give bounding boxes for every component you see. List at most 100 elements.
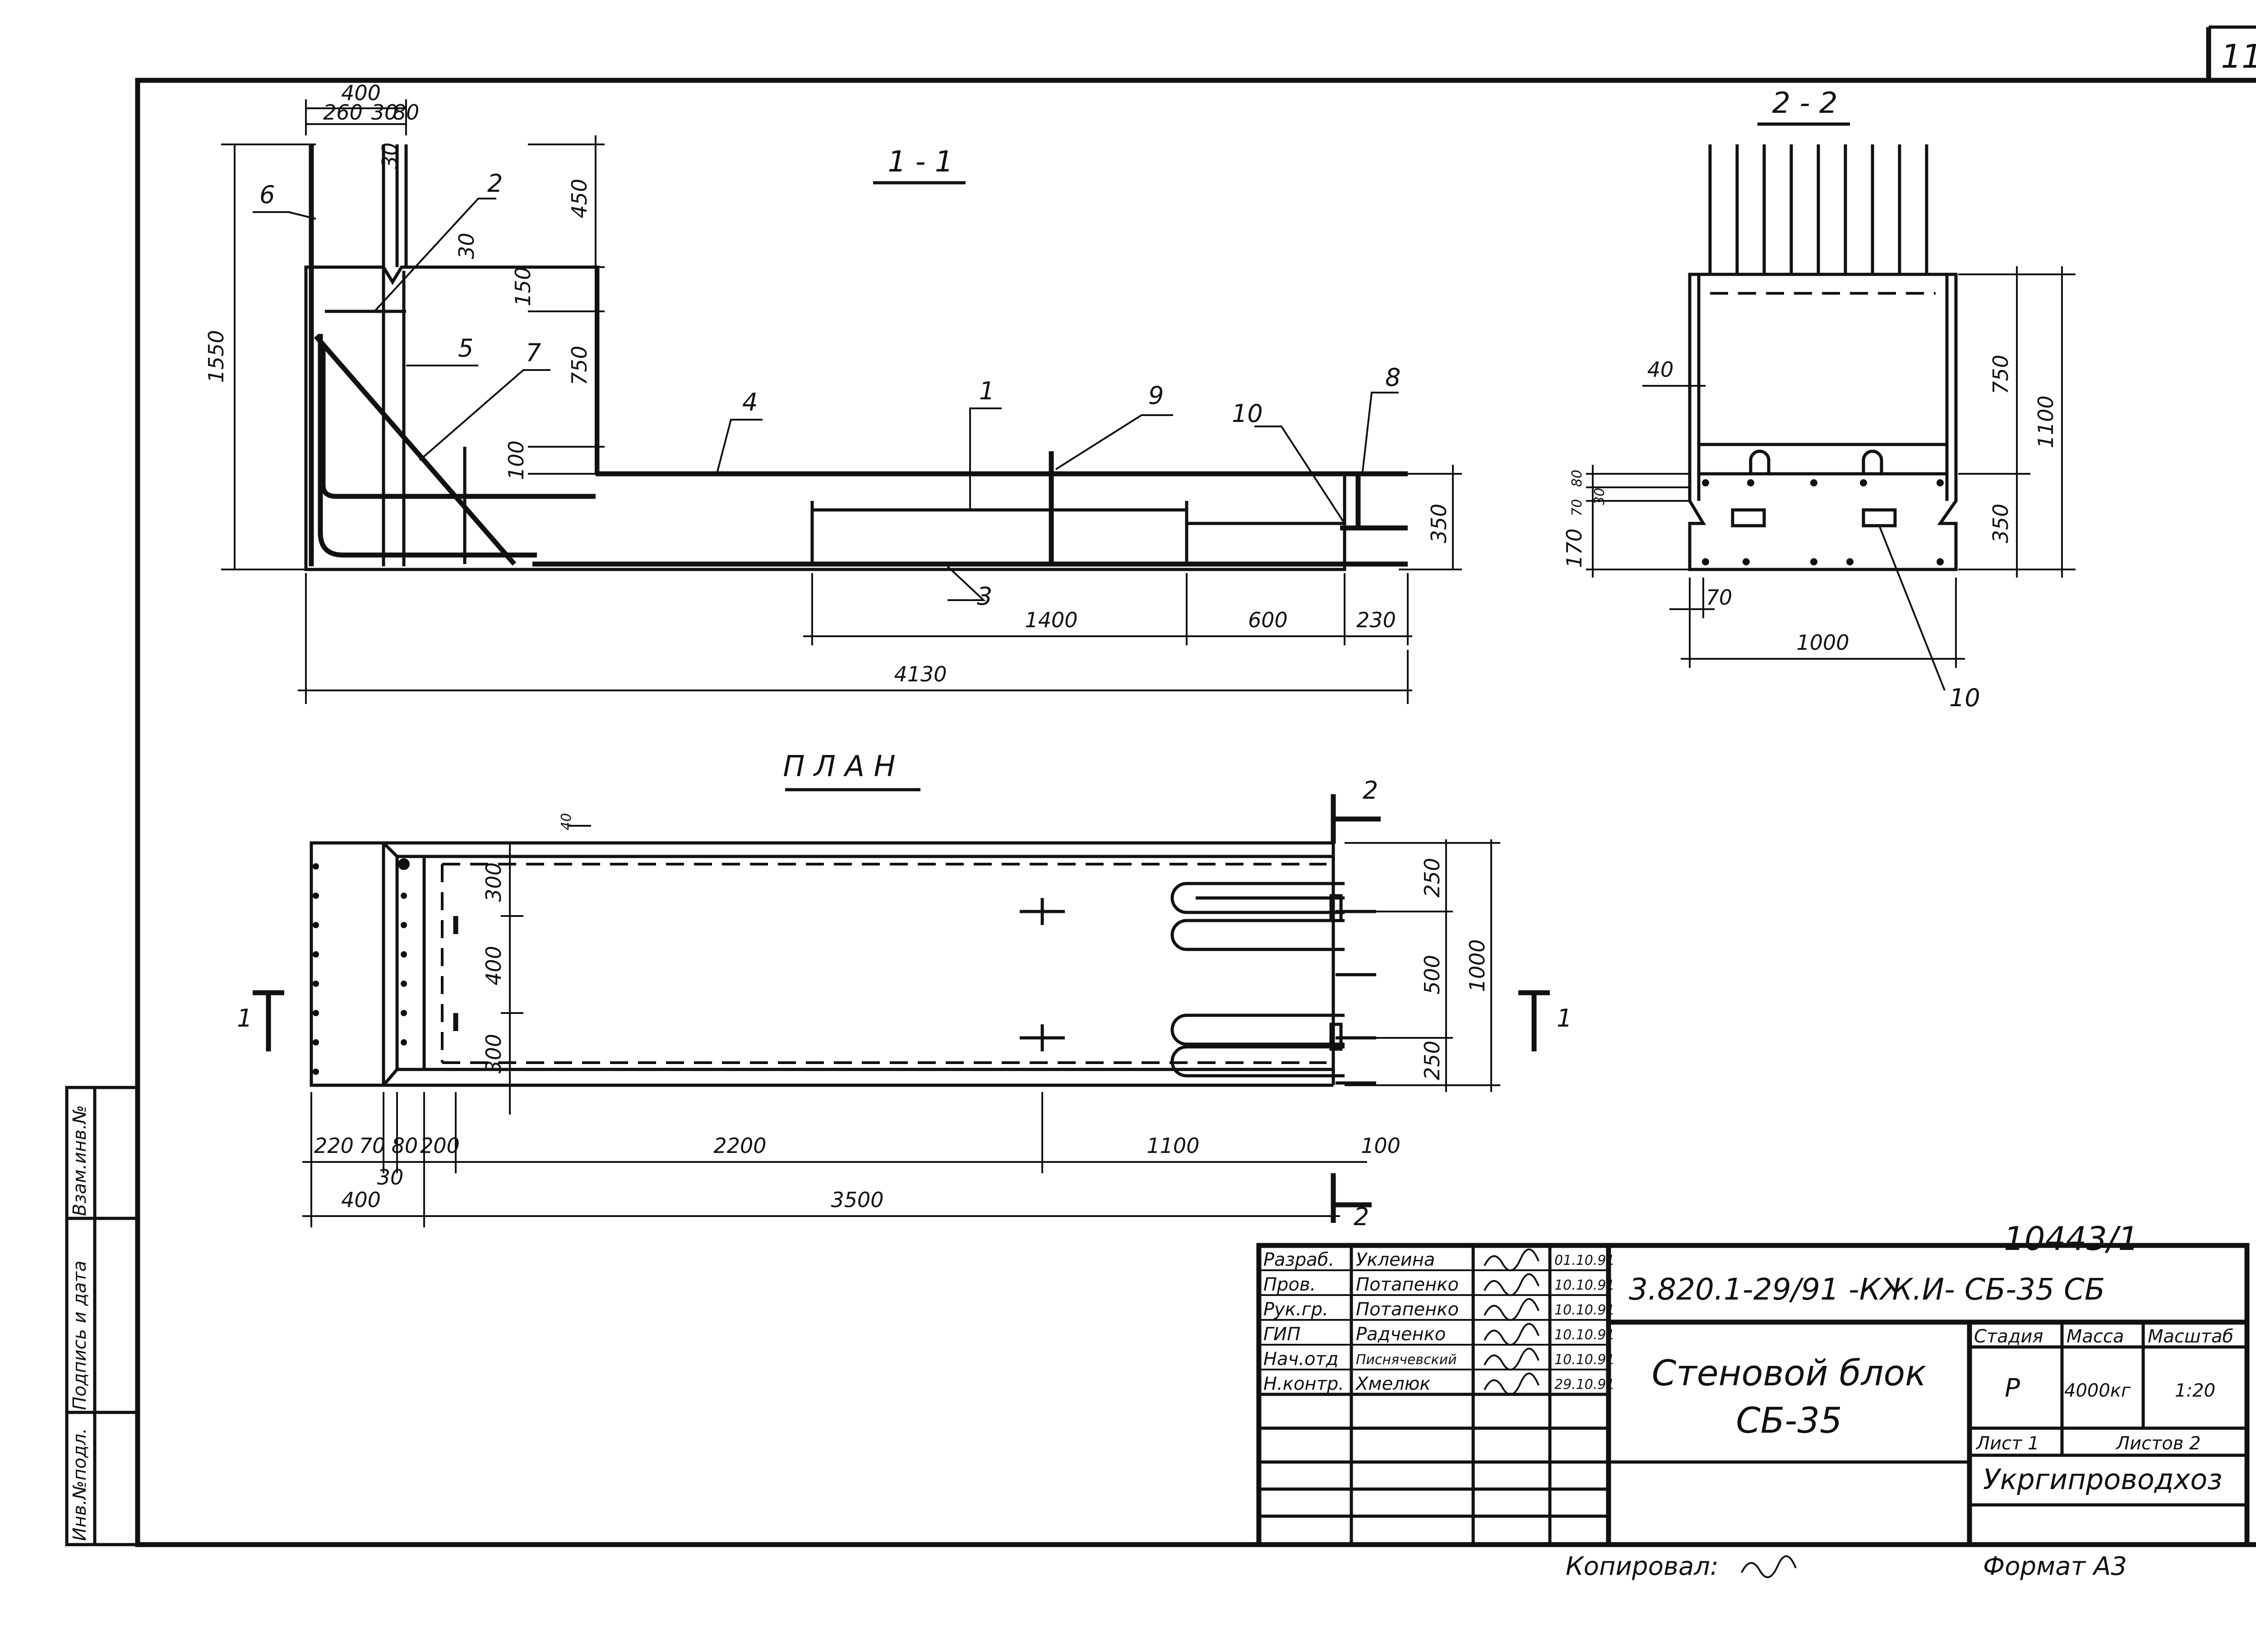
tb-doc-code: 3.820.1-29/91 -КЖ.И- СБ-35 СБ xyxy=(1629,1272,2105,1307)
strip-replace-label: Взам.инв.№ xyxy=(69,1105,90,1216)
plan-mark-1-left: 1 xyxy=(237,1004,252,1032)
s22-dim-350: 350 xyxy=(1988,504,2013,543)
plan-dim-1100: 1100 xyxy=(1146,1134,1199,1158)
tb-date-2: 10.10.91 xyxy=(1554,1302,1615,1318)
tb-name-3: Радченко xyxy=(1356,1324,1446,1345)
callout-8: 8 xyxy=(1385,363,1401,392)
dim-100: 100 xyxy=(504,440,528,480)
tb-sheet: Лист 1 xyxy=(1975,1433,2039,1454)
s22-dim-70b: 70 xyxy=(1706,585,1733,610)
tb-name-line2: СБ-35 xyxy=(1736,1401,1842,1441)
plan-dim-3500: 3500 xyxy=(831,1188,883,1212)
plan-dim-100: 100 xyxy=(1361,1134,1401,1158)
tb-org: Укргипроводхоз xyxy=(1983,1463,2222,1496)
plan-dim-70: 70 xyxy=(359,1134,386,1158)
plan-dim-30: 30 xyxy=(377,1165,404,1189)
s22-dim-1100: 1100 xyxy=(2034,395,2058,448)
plan-dim-250a: 250 xyxy=(1420,858,1444,898)
s22-dim-70: 70 xyxy=(1569,499,1585,516)
strip-inv-label: Инв.№подл. xyxy=(69,1428,90,1541)
section-2-2-title: 2 - 2 xyxy=(1772,87,1837,120)
dim-350: 350 xyxy=(1427,504,1451,543)
sheet-frame: 11 xyxy=(135,25,2256,1547)
tb-mass-label: Масса xyxy=(2066,1326,2124,1347)
dim-30a: 30 xyxy=(371,100,398,125)
dim-450: 450 xyxy=(567,179,592,218)
rebar-dots xyxy=(1702,479,1944,565)
tb-scale: 1:20 xyxy=(2175,1380,2215,1401)
tb-sheets: Листов 2 xyxy=(2115,1433,2201,1454)
tb-date-4: 10.10.91 xyxy=(1554,1352,1615,1368)
tb-date-0: 01.10.91 xyxy=(1554,1253,1615,1268)
s22-dim-40: 40 xyxy=(1647,357,1674,382)
plan-dim-1000: 1000 xyxy=(1465,939,1489,992)
plan-dim-400: 400 xyxy=(481,946,506,986)
callout-5: 5 xyxy=(458,334,473,362)
tb-role-0: Разраб. xyxy=(1263,1249,1334,1270)
callout-3: 3 xyxy=(977,582,992,611)
dim-1550: 1550 xyxy=(204,330,228,383)
callout-6: 6 xyxy=(259,180,275,209)
s22-dim-30: 30 xyxy=(1592,488,1608,505)
tb-role-1: Пров. xyxy=(1263,1274,1316,1295)
s22-callout-10: 10 xyxy=(1949,684,1980,712)
tb-date-1: 10.10.91 xyxy=(1554,1277,1615,1293)
tb-copied: Копировал: xyxy=(1566,1552,1719,1581)
dim-4130: 4130 xyxy=(894,662,947,686)
section-1-1-title: 1 - 1 xyxy=(888,145,953,179)
signatures xyxy=(1484,1248,1539,1396)
tb-role-3: ГИП xyxy=(1263,1324,1300,1345)
tb-role-4: Нач.отд xyxy=(1263,1349,1338,1370)
plan-dim-220: 220 xyxy=(314,1134,354,1158)
title-block: Разраб. Уклеина 01.10.91 Пров. Потапенко… xyxy=(1256,1243,2250,1581)
tb-name-line1: Стеновой блок xyxy=(1652,1353,1927,1394)
tb-date-3: 10.10.91 xyxy=(1554,1327,1615,1343)
strip-sign-label: Подпись и дата xyxy=(69,1261,90,1410)
dim-260: 260 xyxy=(323,100,363,125)
plan-title: П Л А Н xyxy=(783,750,895,783)
s22-dim-80: 80 xyxy=(1569,470,1585,487)
dim-600: 600 xyxy=(1248,608,1288,632)
plan-mark-2-bottom: 2 xyxy=(1354,1203,1369,1231)
stamp-number: 10443/1 xyxy=(2004,1220,2139,1258)
callout-2: 2 xyxy=(487,169,503,198)
tb-stage: Р xyxy=(2005,1374,2020,1403)
tb-name-4: Писнячевский xyxy=(1356,1352,1457,1368)
tb-format: Формат А3 xyxy=(1983,1552,2127,1581)
s22-dim-170: 170 xyxy=(1562,528,1586,568)
stamp: 10443/1 xyxy=(2004,1220,2139,1258)
dim-1400: 1400 xyxy=(1025,608,1077,632)
section-2-2: 2 - 2 xyxy=(1562,87,2076,712)
callout-10: 10 xyxy=(1232,399,1263,428)
tb-role-5: Н.контр. xyxy=(1263,1374,1344,1394)
tb-name-0: Уклеина xyxy=(1356,1249,1435,1270)
callout-7: 7 xyxy=(526,338,541,367)
plan-dim-300a: 300 xyxy=(481,862,506,902)
dim-150: 150 xyxy=(511,267,535,306)
tb-name-2: Потапенко xyxy=(1356,1299,1459,1320)
plan-dots xyxy=(313,863,407,1075)
plan-dim-2200: 2200 xyxy=(713,1134,766,1158)
section-1-1: 1 - 1 xyxy=(204,81,1462,704)
plan-mark-2-top: 2 xyxy=(1363,776,1378,805)
sheet-number: 11 xyxy=(2221,37,2256,75)
tb-name-5: Хмелюк xyxy=(1355,1374,1431,1394)
dim-30b: 30 xyxy=(378,143,402,169)
plan-dim-40: 40 xyxy=(559,813,574,830)
callout-1: 1 xyxy=(979,377,994,405)
plan-dim-200: 200 xyxy=(420,1134,460,1158)
dim-750: 750 xyxy=(567,346,592,385)
tb-date-5: 29.10.91 xyxy=(1554,1377,1615,1393)
dim-80: 80 xyxy=(393,100,420,125)
s22-dim-750: 750 xyxy=(1988,355,2013,394)
tb-name-1: Потапенко xyxy=(1356,1274,1459,1295)
dim-400: 400 xyxy=(341,81,381,105)
plan-dim-400-bottom: 400 xyxy=(341,1188,381,1212)
tb-scale-label: Масштаб xyxy=(2148,1326,2233,1347)
plan-dim-500: 500 xyxy=(1420,955,1444,995)
callout-4: 4 xyxy=(742,388,758,416)
plan-mark-1-right: 1 xyxy=(1557,1004,1572,1032)
dim-230: 230 xyxy=(1356,608,1396,632)
plan-dim-300b: 300 xyxy=(481,1034,506,1074)
